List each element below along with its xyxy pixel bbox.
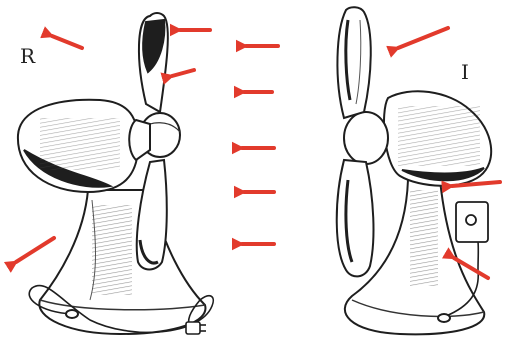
left-fan-blade-side: [129, 120, 150, 160]
socket-icon: [456, 202, 488, 242]
plug-icon: [186, 322, 206, 334]
right-fan-blade-upper: [337, 7, 370, 118]
panel-label-i: I: [461, 60, 469, 84]
right-fan-hub: [344, 112, 388, 164]
left-fan-blade-bottom: [137, 160, 167, 270]
left-fan: [18, 13, 213, 334]
red-arrow-icon: [172, 70, 194, 76]
panel-label-r: R: [20, 44, 35, 68]
right-fan-blade-lower: [337, 160, 374, 276]
red-arrow-icon: [52, 36, 82, 48]
red-arrow-icon: [16, 238, 54, 262]
red-arrow-icon: [398, 28, 448, 48]
right-fan: [337, 7, 491, 334]
